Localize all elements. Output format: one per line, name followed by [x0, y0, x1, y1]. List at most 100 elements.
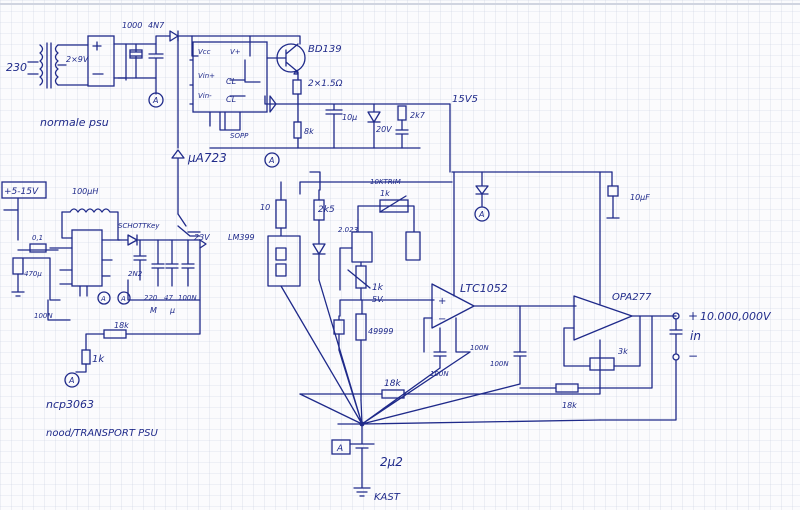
label-cap-100n-c: 100N	[490, 360, 509, 368]
label-cap-100n-b: 100N	[470, 344, 489, 352]
label-vcc: Vcc	[198, 48, 211, 56]
reference-trims	[339, 195, 421, 291]
label-psu-title: nood/TRANSPORT PSU	[46, 428, 159, 439]
inductor-100uh	[61, 208, 119, 241]
sense-resistor	[29, 243, 47, 253]
label-sopp: SOPP	[230, 132, 249, 140]
label-l-100uh: 100µH	[72, 187, 98, 196]
output-caps-left	[127, 239, 201, 301]
opamp-ltc1052	[423, 171, 577, 385]
label-out-plus: +	[688, 309, 698, 323]
ammeter-label-2: A	[268, 156, 274, 165]
label-r-2x15: 2×1.5Ω	[308, 79, 343, 89]
label-cap-100n: 100N	[178, 294, 197, 302]
label-r-2k5: 2k5	[318, 205, 335, 215]
label-r-10k-trim: 10KTRIM	[370, 178, 401, 186]
ammeter-7	[331, 439, 351, 455]
ammeter-label-1: A	[152, 96, 158, 105]
label-cap-100n-low: 100N	[34, 312, 53, 320]
label-vin-neg: Vin-	[198, 92, 212, 100]
ammeter-3	[474, 206, 490, 222]
label-output-value: 10.000,000V	[700, 310, 772, 323]
label-in: in	[690, 329, 701, 343]
label-unit-mu: µ	[169, 306, 175, 315]
label-schottky: SCHOTTKey	[118, 222, 160, 230]
label-opamp-ltc1052: LTC1052	[460, 282, 508, 295]
star-ground-node	[359, 421, 365, 427]
label-kast: KAST	[374, 492, 401, 503]
transformer	[27, 42, 89, 89]
output-terminals	[599, 312, 683, 421]
label-r-18k-bot: 18k	[384, 379, 401, 389]
label-r-0-1: 0,1	[32, 234, 43, 242]
label-led-lm399: LM399	[228, 233, 255, 242]
label-chip-ncp3063: ncp3063	[46, 398, 94, 411]
label-opamp-opa277: OPA277	[612, 292, 652, 303]
label-cl-top: CL	[226, 77, 236, 86]
label-r-49999: 49999	[368, 327, 393, 336]
schottky-diode	[117, 234, 171, 246]
ncp3063-ic	[49, 211, 121, 297]
ammeter-label-4: A	[100, 295, 106, 303]
label-r-1k-trim: 1k	[380, 189, 390, 198]
label-bd139: BD139	[308, 44, 342, 55]
label-input-5-15v: +5-15V	[4, 187, 39, 197]
pass-transistor	[276, 43, 306, 79]
label-transformer-secondary: 2×9V	[66, 55, 89, 64]
label-cap-470u: 470µ	[24, 270, 42, 278]
supply-cap-10uf	[606, 171, 620, 219]
label-cap-10u: 10µ	[342, 113, 357, 122]
ammeter-label-5: A	[120, 295, 126, 303]
ammeter-label-6: A	[68, 376, 74, 385]
regulator-723-box	[189, 35, 301, 131]
label-cap-2u2: 2µ2	[380, 455, 403, 469]
label-r-2k023: 2.023	[338, 226, 358, 234]
label-unit-m: M	[150, 306, 157, 315]
opamp-opa277	[563, 171, 677, 371]
label-cl-bottom: CL	[226, 95, 236, 104]
label-cap-4n7: 4N7	[148, 21, 165, 30]
input-box	[1, 181, 59, 251]
rail-15v5	[299, 171, 613, 195]
star-ground-wires	[280, 279, 601, 497]
bridge-rectifier	[87, 35, 127, 87]
feedback-left	[75, 299, 201, 373]
label-r-18k-left: 18k	[114, 321, 129, 330]
ua723-diode	[171, 35, 187, 227]
ammeter-6	[64, 372, 80, 388]
label-r-2k7: 2k7	[410, 111, 426, 120]
label-r-5v: 5V.	[372, 295, 384, 304]
ammeter-label-3: A	[478, 210, 484, 219]
label-r-8k: 8k	[304, 127, 314, 136]
label-cap-10uf: 10µF	[630, 193, 650, 202]
label-cap-47: 47	[164, 294, 173, 302]
label-vin-pos: Vin+	[198, 72, 215, 80]
label-pol-minus: −	[438, 314, 446, 325]
label-r-1k-pot: 1k	[372, 283, 384, 293]
label-r-3k: 3k	[618, 347, 628, 356]
label-v-plus: V+	[230, 48, 241, 56]
ammeter-1	[148, 92, 164, 108]
ammeter-label-7: A	[336, 444, 343, 454]
wire-to-diode	[155, 35, 171, 45]
label-mains-voltage: 230	[6, 61, 27, 74]
label-r-10: 10	[260, 203, 270, 212]
label-rail-23v: 23V	[194, 233, 210, 242]
ammeter-5	[117, 291, 131, 305]
rail-23v-node	[177, 225, 207, 249]
label-r-1k-left: 1k	[92, 354, 105, 365]
label-cap-2n2: 2N2	[128, 270, 143, 278]
ltc-supply-diode	[475, 171, 489, 207]
label-pol-plus: +	[438, 296, 446, 307]
ammeter-2	[264, 152, 280, 168]
label-ua723: µA723	[187, 151, 227, 165]
emitter-resistors	[264, 77, 311, 149]
feedback-network	[299, 315, 653, 399]
output-network	[209, 103, 451, 173]
label-rail-15v5: 15V5	[452, 94, 478, 105]
label-bulk-cap: 1000	[122, 21, 142, 30]
label-r-18k-fb: 18k	[562, 401, 577, 410]
label-zener-20v: 20V	[376, 125, 392, 134]
